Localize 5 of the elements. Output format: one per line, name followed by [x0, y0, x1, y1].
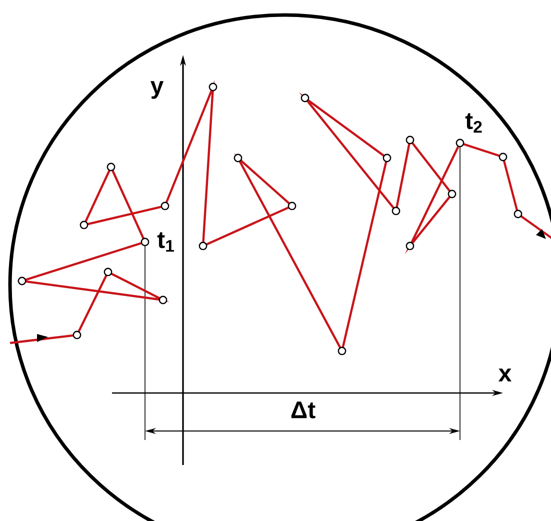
axis-label: t$_{1}$: [157, 232, 174, 252]
axis-label: x: [498, 368, 512, 382]
axis-label: t$_{2}$: [465, 113, 482, 133]
axis-label: y: [150, 81, 164, 99]
axis-label: Δt: [291, 402, 316, 418]
